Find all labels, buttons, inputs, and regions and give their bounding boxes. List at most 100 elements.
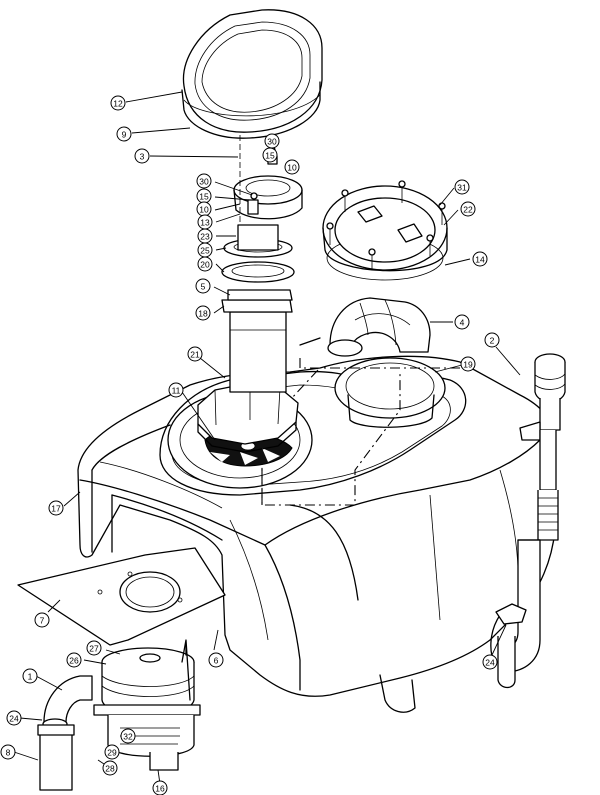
blower-motor <box>93 639 201 771</box>
callout-number: 19 <box>463 360 473 370</box>
callout-number: 26 <box>69 656 79 666</box>
mounting-plate <box>17 547 226 646</box>
callout-18: 18 <box>195 305 211 321</box>
callout-bubble <box>195 305 211 321</box>
callout-bubble <box>6 710 22 726</box>
callout-number: 10 <box>287 163 297 173</box>
callout-4: 4 <box>454 314 470 330</box>
callout-number: 17 <box>51 504 61 514</box>
callout-bubble <box>152 780 168 795</box>
callout-bubble <box>454 314 470 330</box>
callout-7: 7 <box>34 612 50 628</box>
callout-bubble <box>460 356 476 372</box>
callout-number: 15 <box>265 151 275 161</box>
callout-10: 10 <box>196 201 212 217</box>
callout-number: 25 <box>200 246 210 256</box>
callout-3: 3 <box>134 148 150 164</box>
callout-number: 20 <box>200 260 210 270</box>
callout-30: 30 <box>264 133 280 149</box>
callout-bubble <box>284 159 300 175</box>
callout-number: 29 <box>107 748 117 758</box>
callout-number: 12 <box>113 99 123 109</box>
callout-20: 20 <box>197 256 213 272</box>
callout-10: 10 <box>284 159 300 175</box>
callout-number: 10 <box>199 205 209 215</box>
callout-number: 1 <box>28 672 33 682</box>
callout-number: 32 <box>123 732 133 742</box>
octagon-collar <box>197 382 299 453</box>
callout-24: 24 <box>6 710 22 726</box>
callout-number: 18 <box>198 309 208 319</box>
callout-5: 5 <box>195 278 211 294</box>
callout-bubble <box>197 256 213 272</box>
callout-9: 9 <box>116 126 132 142</box>
callout-number: 14 <box>475 255 485 265</box>
callout-number: 2 <box>490 336 495 346</box>
callout-8: 8 <box>0 744 16 760</box>
callout-number: 8 <box>6 748 11 758</box>
callout-28: 28 <box>102 760 118 776</box>
callout-bubble <box>102 760 118 776</box>
callout-bubble <box>48 500 64 516</box>
callout-bubble <box>208 652 224 668</box>
callout-number: 11 <box>172 386 181 396</box>
callout-bubble <box>196 173 212 189</box>
callout-bubble <box>104 744 120 760</box>
callout-15: 15 <box>196 188 212 204</box>
callout-bubble <box>168 382 184 398</box>
filter-lid <box>181 9 323 139</box>
callout-bubble <box>110 95 126 111</box>
callout-bubble <box>0 744 16 760</box>
callout-number: 23 <box>200 232 210 242</box>
callout-30: 30 <box>196 173 212 189</box>
callout-number: 13 <box>200 218 210 228</box>
callout-31: 31 <box>454 179 470 195</box>
callout-2: 2 <box>484 332 500 348</box>
callout-26: 26 <box>66 652 82 668</box>
callout-11: 11 <box>168 382 184 398</box>
round-cover <box>322 180 448 281</box>
callout-17: 17 <box>48 500 64 516</box>
callout-number: 9 <box>122 130 127 140</box>
callout-bubble <box>454 179 470 195</box>
callout-23: 23 <box>197 228 213 244</box>
callout-number: 31 <box>457 183 467 193</box>
callout-bubble <box>22 668 38 684</box>
callout-number: 16 <box>155 784 165 794</box>
callout-bubble <box>134 148 150 164</box>
callout-bubble <box>262 147 278 163</box>
callout-bubble <box>120 728 136 744</box>
callout-bubble <box>86 640 102 656</box>
callout-number: 7 <box>40 616 45 626</box>
callout-16: 16 <box>152 780 168 795</box>
callout-bubble <box>187 346 203 362</box>
callout-27: 27 <box>86 640 102 656</box>
callout-22: 22 <box>460 201 476 217</box>
callout-number: 15 <box>199 192 209 202</box>
callout-number: 24 <box>9 714 19 724</box>
callout-14: 14 <box>472 251 488 267</box>
top-elbow <box>299 297 431 357</box>
callout-32: 32 <box>120 728 136 744</box>
callout-25: 25 <box>197 242 213 258</box>
callout-number: 3 <box>140 152 145 162</box>
callout-number: 21 <box>190 350 200 360</box>
callout-bubble <box>472 251 488 267</box>
callout-15: 15 <box>262 147 278 163</box>
callout-bubble <box>484 332 500 348</box>
leader-lines <box>13 91 521 785</box>
left-elbow-and-tube <box>37 675 93 791</box>
callout-21: 21 <box>187 346 203 362</box>
callout-12: 12 <box>110 95 126 111</box>
stack-tube-assembly <box>221 108 303 393</box>
callout-number: 22 <box>463 205 473 215</box>
callout-number: 30 <box>267 137 277 147</box>
right-hose <box>495 353 566 689</box>
callout-number: 5 <box>201 282 206 292</box>
callout-number: 4 <box>460 318 465 328</box>
callout-layer: 1293301510301510132325205183122144221191… <box>0 95 500 795</box>
callout-13: 13 <box>197 214 213 230</box>
callout-number: 27 <box>89 644 99 654</box>
